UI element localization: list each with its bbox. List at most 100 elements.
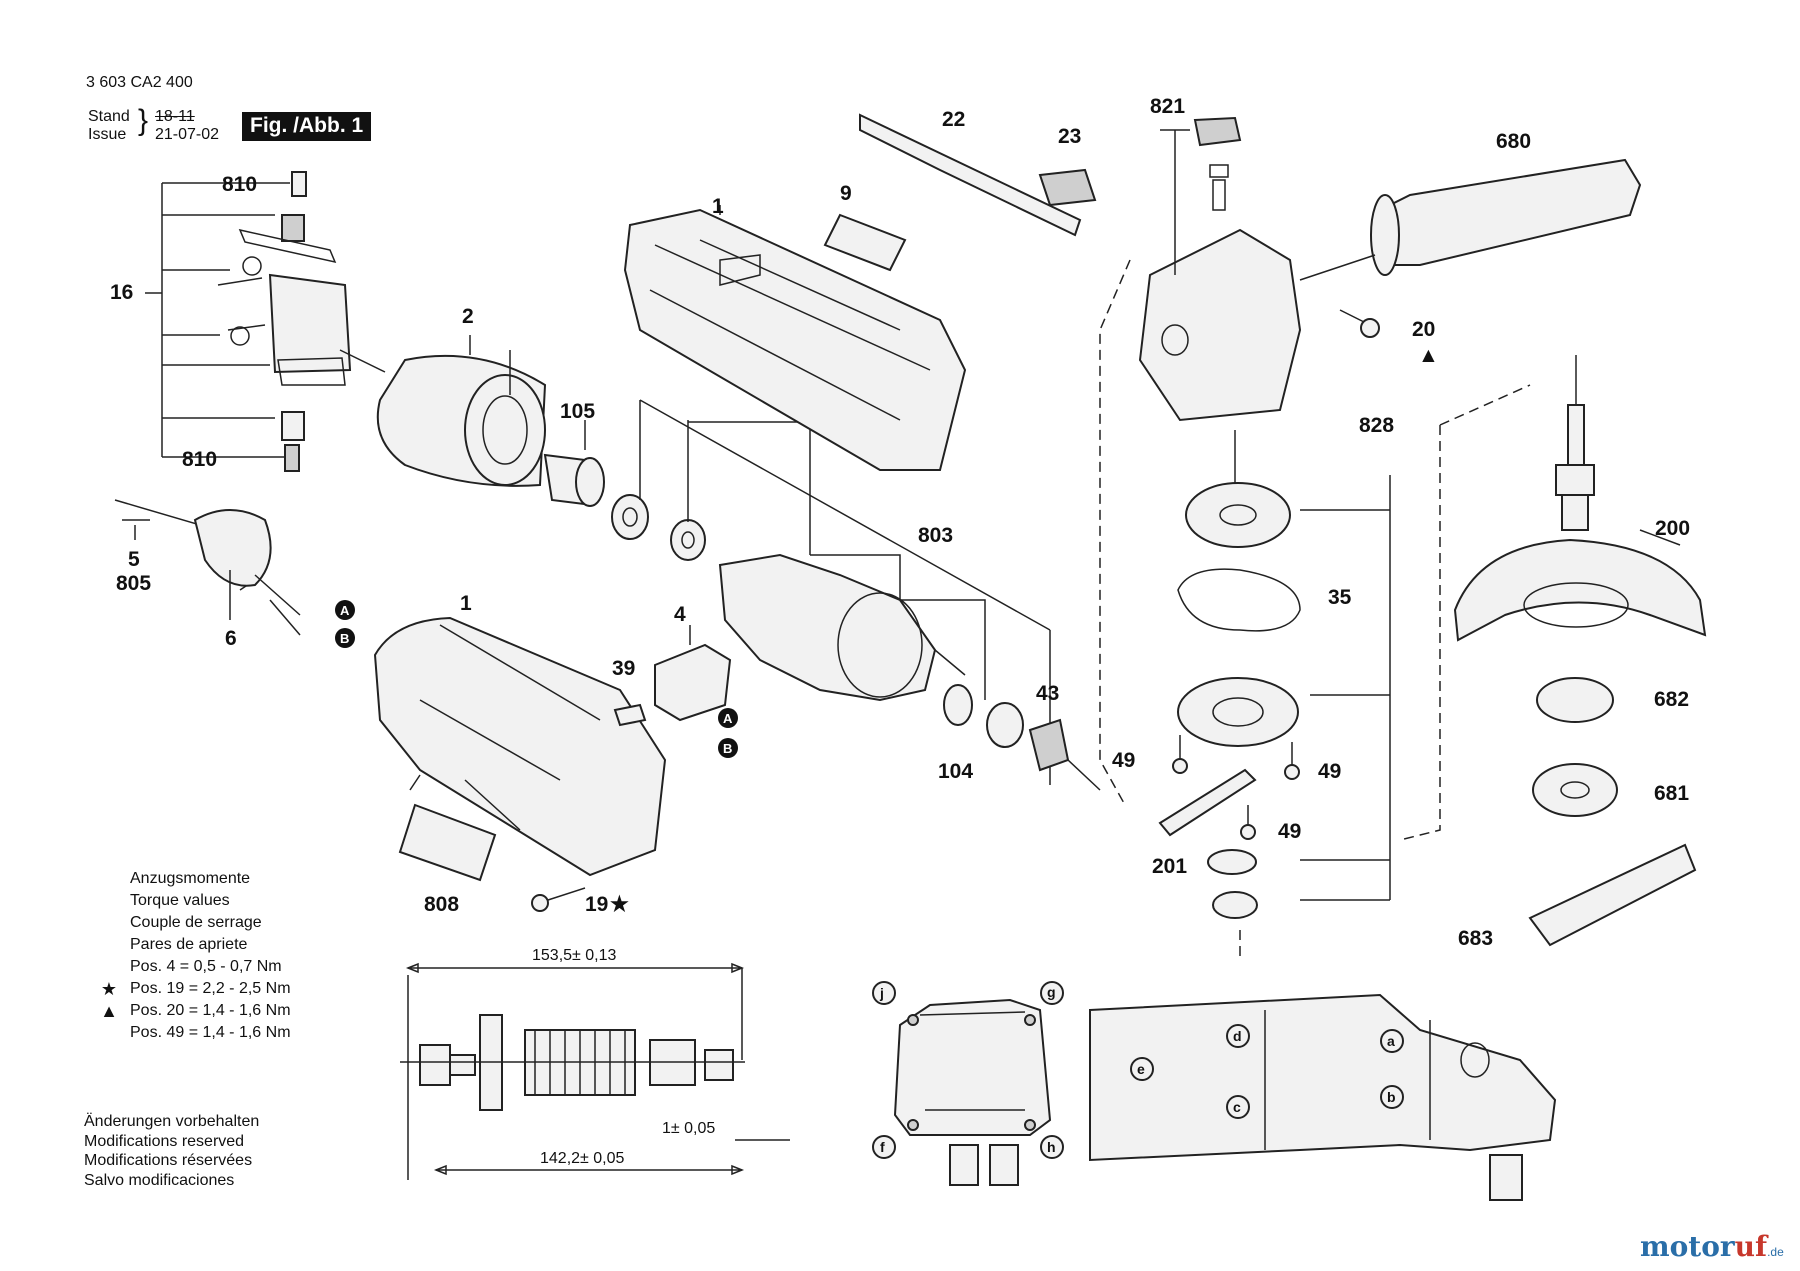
label-810-top: 810	[222, 173, 257, 196]
label-104: 104	[938, 760, 973, 783]
label-821: 821	[1150, 95, 1185, 118]
guard-lever-bar	[859, 113, 1082, 237]
label-1-bottom: 1	[460, 592, 472, 615]
marker-b-switch-text: B	[723, 741, 732, 756]
spindle-lock-201	[1158, 768, 1257, 837]
stator-field-part	[376, 335, 547, 487]
brand-suffix: .de	[1767, 1245, 1784, 1259]
part-labels: 810 16 810 2 105 1 9 22 23 821 680 20 82…	[110, 95, 1690, 950]
label-683: 683	[1458, 927, 1493, 950]
switch-4	[654, 625, 732, 722]
label-20: 20	[1412, 318, 1435, 341]
axle-bearings	[611, 399, 1051, 785]
modifications-note: Änderungen vorbehalten Modifications res…	[84, 1112, 259, 1190]
stand-label: Stand	[88, 108, 130, 125]
torque-title-de: Anzugsmomente	[130, 870, 251, 887]
dashed-guide-head	[1099, 259, 1131, 806]
label-105: 105	[560, 400, 595, 423]
spanner-683	[1528, 843, 1697, 947]
screws-49	[1172, 735, 1300, 840]
brace-glyph: }	[138, 104, 149, 137]
label-43: 43	[1036, 682, 1059, 705]
figure-badge: Fig. /Abb. 1	[242, 112, 372, 141]
torque-title-en: Torque values	[130, 892, 230, 909]
marker-a-cable-text: A	[340, 603, 350, 618]
dimension-overall: 153,5± 0,13	[532, 947, 617, 964]
label-6: 6	[225, 627, 237, 650]
bearing-sleeve-part	[543, 420, 605, 507]
power-cable	[114, 499, 301, 636]
label-680: 680	[1496, 130, 1531, 153]
wheel-guard	[1453, 529, 1707, 642]
marker-b-cable-text: B	[340, 631, 349, 646]
marker-a-switch-text: A	[723, 711, 733, 726]
modification-en: Modifications reserved	[84, 1132, 245, 1150]
bearing-43a	[986, 702, 1024, 748]
marker-a-cable	[335, 600, 355, 620]
label-4: 4	[674, 603, 686, 626]
lock-washer	[1212, 891, 1258, 919]
label-49-lower: 49	[1278, 820, 1301, 843]
label-828: 828	[1359, 414, 1394, 437]
modification-es: Salvo modificaciones	[84, 1171, 235, 1189]
clamping-nut-681	[1532, 763, 1618, 817]
label-49-right: 49	[1318, 760, 1341, 783]
connector-markers: A B A B	[335, 600, 738, 758]
screw-20	[1339, 309, 1380, 338]
housing-end-view	[893, 998, 1052, 1186]
letter-e: e	[1137, 1061, 1145, 1077]
letter-h: h	[1047, 1139, 1056, 1155]
torque-values-block: Anzugsmomente Torque values Couple de se…	[100, 868, 291, 1044]
torque-title-fr: Couple de serrage	[130, 914, 262, 931]
armature-803	[718, 553, 966, 702]
dashed-guide-spindle	[1399, 384, 1531, 841]
label-808: 808	[424, 893, 459, 916]
label-810-bottom: 810	[182, 448, 217, 471]
label-22: 22	[942, 108, 965, 131]
letter-d: d	[1233, 1028, 1242, 1044]
dimension-offset: 1± 0,05	[662, 1120, 715, 1137]
side-handle	[1299, 158, 1642, 281]
dimension-body: 142,2± 0,05	[540, 1150, 625, 1167]
marker-a-switch	[718, 708, 738, 728]
screw-19	[531, 887, 586, 912]
brand-part-b: uf	[1734, 1230, 1768, 1263]
armature-dimension-drawing	[400, 962, 790, 1180]
letter-j: j	[879, 985, 884, 1001]
brand-watermark: motoruf.de	[1640, 1230, 1784, 1263]
torque-row-20: ▲Pos. 20 = 1,4 - 1,6 Nm	[100, 1001, 291, 1021]
pinion-43	[1028, 718, 1070, 772]
brush-holder-group	[145, 171, 386, 472]
modification-fr: Modifications réservées	[84, 1152, 253, 1169]
torque-row-49: Pos. 49 = 1,4 - 1,6 Nm	[130, 1024, 291, 1041]
washer	[1207, 849, 1257, 875]
torque-row-19: ★Pos. 19 = 2,2 - 2,5 Nm	[100, 979, 291, 999]
triangle-symbol-20: ▲	[1418, 344, 1439, 367]
issue-value: 21-07-02	[155, 126, 220, 143]
letter-b: b	[1387, 1089, 1396, 1105]
label-200: 200	[1655, 517, 1690, 540]
ring-104	[943, 684, 973, 726]
label-2: 2	[462, 305, 474, 328]
label-5: 5	[128, 548, 140, 571]
marker-b-cable	[335, 628, 355, 648]
letter-c: c	[1233, 1099, 1241, 1115]
view-letters: j g f h d e c a b	[872, 981, 1404, 1159]
housing-side-view	[1089, 993, 1557, 1201]
issue-label: Issue	[88, 126, 127, 143]
spindle-part	[1555, 355, 1595, 531]
label-681: 681	[1654, 782, 1689, 805]
label-9: 9	[840, 182, 852, 205]
label-39: 39	[612, 657, 635, 680]
motor-housing-upper	[623, 205, 967, 471]
label-49-left: 49	[1112, 749, 1135, 772]
label-201: 201	[1152, 855, 1187, 878]
document-number: 3 603 CA2 400	[86, 74, 193, 91]
lock-button	[1038, 168, 1097, 207]
gear-head-housing	[1138, 116, 1302, 422]
bevel-gear-stack	[1177, 430, 1391, 901]
label-35: 35	[1328, 586, 1352, 609]
part-39	[613, 703, 647, 727]
torque-title-es: Pares de apriete	[130, 936, 248, 953]
